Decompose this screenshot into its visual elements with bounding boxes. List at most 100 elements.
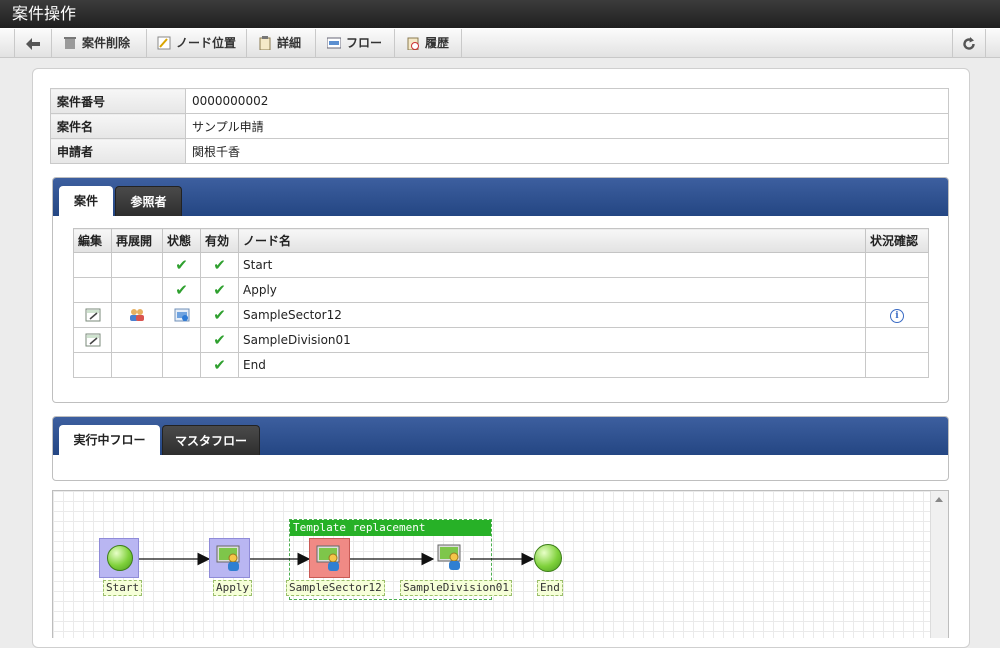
- template-group-label: Template replacement: [290, 520, 491, 536]
- edit-cell: [73, 302, 112, 328]
- template-group[interactable]: Template replacement: [289, 519, 492, 600]
- case-number-row: 案件番号 0000000002: [50, 88, 949, 114]
- flow-label-end: End: [537, 580, 563, 596]
- node-table-header: 編集 再展開 状態 有効 ノード名 状況確認: [73, 228, 929, 253]
- vertical-scrollbar[interactable]: [930, 491, 948, 638]
- node-name-cell: SampleDivision01: [238, 327, 866, 353]
- node-name-cell: End: [238, 352, 866, 378]
- applicant-key: 申請者: [50, 138, 186, 164]
- header-reexpand: 再展開: [111, 228, 163, 253]
- status-cell: ✔: [162, 277, 201, 303]
- table-row: ✔ SampleSector12 i: [73, 302, 929, 328]
- reexpand-cell: [111, 327, 163, 353]
- reexpand-cell: [111, 302, 163, 328]
- flow-node-sample-sector12[interactable]: [309, 538, 350, 578]
- edit-cell: [73, 352, 112, 378]
- flow-tab-panel: 実行中フロー マスタフロー: [52, 416, 949, 481]
- flow-label-sample-division01: SampleDivision01: [400, 580, 512, 596]
- trash-icon: [64, 36, 76, 49]
- flow-button[interactable]: フロー: [316, 29, 395, 58]
- enabled-cell: ✔: [200, 302, 239, 328]
- delete-case-label: 案件削除: [82, 36, 131, 50]
- edit-icon[interactable]: [85, 333, 101, 347]
- node-position-icon: [157, 36, 171, 49]
- enabled-cell: ✔: [200, 252, 239, 278]
- status-check-cell: [865, 352, 929, 378]
- check-icon: ✔: [175, 280, 188, 299]
- table-row: ✔ SampleDivision01: [73, 327, 929, 353]
- header-enabled: 有効: [200, 228, 239, 253]
- history-button[interactable]: 履歴: [395, 29, 462, 58]
- refresh-icon: [963, 36, 975, 50]
- case-number-key: 案件番号: [50, 88, 186, 114]
- edit-cell: [73, 252, 112, 278]
- info-icon[interactable]: i: [890, 309, 904, 323]
- flow-label-apply: Apply: [213, 580, 253, 596]
- reexpand-cell: [111, 252, 163, 278]
- enabled-cell: ✔: [200, 277, 239, 303]
- history-label: 履歴: [425, 36, 450, 50]
- flow-node-sample-division01[interactable]: [432, 538, 470, 578]
- back-button[interactable]: [14, 29, 52, 58]
- flow-label-sample-sector12: SampleSector12: [286, 580, 385, 596]
- scroll-up-arrow[interactable]: [935, 497, 943, 502]
- table-row: ✔ ✔ Apply: [73, 277, 929, 303]
- tab-master-flow[interactable]: マスタフロー: [162, 425, 260, 455]
- start-circle-icon: [107, 545, 133, 571]
- flow-label-start: Start: [103, 580, 143, 596]
- tab-referrers[interactable]: 参照者: [115, 186, 182, 216]
- processing-icon: [174, 308, 189, 322]
- applicant-value: 関根千香: [185, 138, 949, 164]
- enabled-cell: ✔: [200, 327, 239, 353]
- status-cell: [162, 352, 201, 378]
- end-circle-icon: [534, 544, 562, 572]
- status-cell: ✔: [162, 252, 201, 278]
- check-icon: ✔: [175, 255, 188, 274]
- delete-case-button[interactable]: 案件削除: [52, 29, 147, 58]
- users-icon[interactable]: [129, 308, 145, 322]
- flow-node-apply[interactable]: [209, 538, 250, 578]
- check-icon: ✔: [213, 305, 226, 324]
- status-cell: [162, 327, 201, 353]
- case-name-row: 案件名 サンプル申請: [50, 113, 949, 139]
- status-check-cell: i: [865, 302, 929, 328]
- status-cell: [162, 302, 201, 328]
- refresh-button[interactable]: [952, 29, 986, 58]
- flow-arrows: [139, 552, 535, 566]
- node-name-cell: Start: [238, 252, 866, 278]
- check-icon: ✔: [213, 280, 226, 299]
- case-name-key: 案件名: [50, 113, 186, 139]
- tab-running-flow[interactable]: 実行中フロー: [59, 425, 160, 455]
- tab-case[interactable]: 案件: [59, 186, 113, 216]
- clipboard-icon: [259, 35, 271, 50]
- window-title: 案件操作: [0, 0, 1000, 28]
- node-position-button[interactable]: ノード位置: [147, 29, 247, 58]
- toolbar: 案件削除 ノード位置 詳細 フロー 履歴: [0, 28, 1000, 58]
- node-table: 編集 再展開 状態 有効 ノード名 状況確認 ✔ ✔ Start ✔ ✔: [73, 228, 929, 378]
- edit-cell: [73, 327, 112, 353]
- detail-label: 詳細: [277, 36, 302, 50]
- applicant-row: 申請者 関根千香: [50, 138, 949, 164]
- user-task-icon: [316, 545, 340, 571]
- flow-label: フロー: [346, 36, 383, 50]
- back-arrow-icon: [26, 37, 40, 50]
- flow-tab-bar: 実行中フロー マスタフロー: [53, 417, 948, 455]
- check-icon: ✔: [213, 355, 226, 374]
- edit-cell: [73, 277, 112, 303]
- node-name-cell: Apply: [238, 277, 866, 303]
- status-check-cell: [865, 277, 929, 303]
- check-icon: ✔: [213, 255, 226, 274]
- flow-node-start[interactable]: [99, 538, 139, 578]
- header-node-name: ノード名: [238, 228, 866, 253]
- user-task-icon: [216, 545, 240, 571]
- flow-node-end[interactable]: [534, 544, 562, 572]
- node-position-label: ノード位置: [176, 36, 237, 50]
- status-check-cell: [865, 252, 929, 278]
- case-info-table: 案件番号 0000000002 案件名 サンプル申請 申請者 関根千香: [50, 88, 949, 164]
- case-tab-bar: 案件 参照者: [53, 178, 948, 216]
- reexpand-cell: [111, 352, 163, 378]
- flow-diagram: Template replacement Start Apply SampleS…: [52, 490, 949, 638]
- edit-icon[interactable]: [85, 308, 101, 322]
- detail-button[interactable]: 詳細: [247, 29, 316, 58]
- table-row: ✔ ✔ Start: [73, 252, 929, 278]
